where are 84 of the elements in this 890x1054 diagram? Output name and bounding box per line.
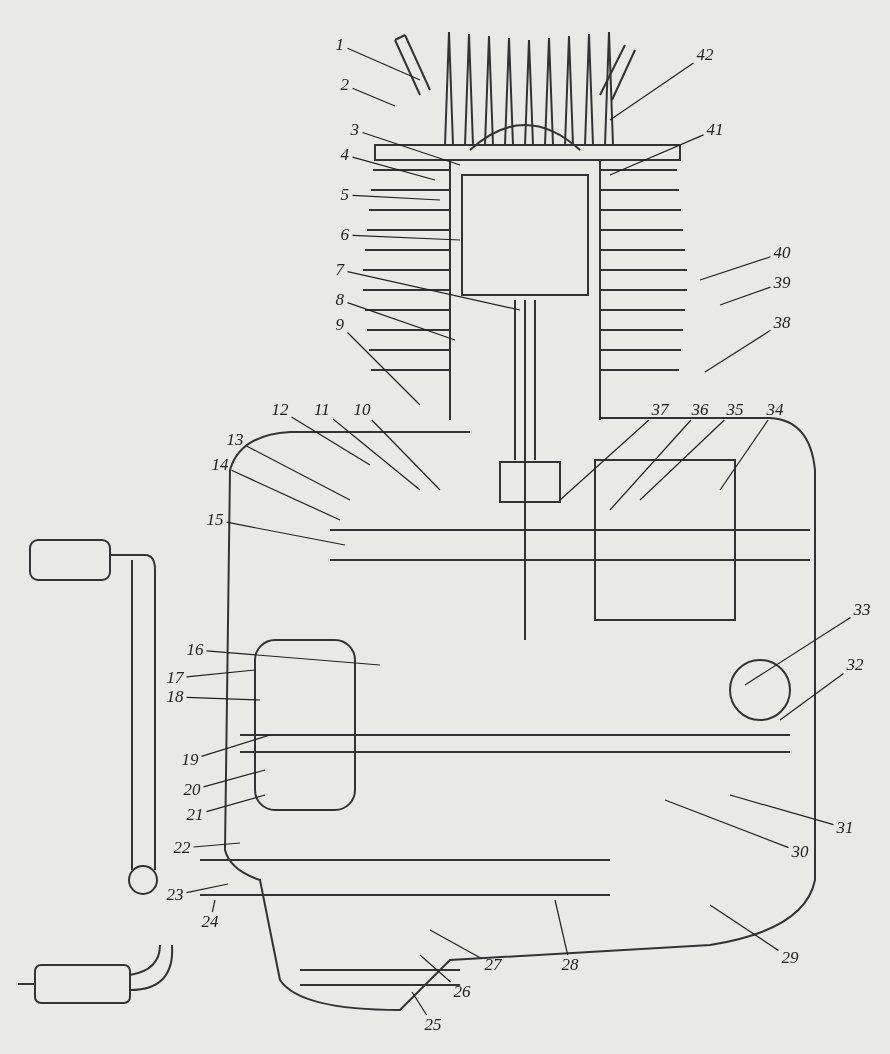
leader-line [205,650,381,666]
leader-line [729,794,835,826]
callout-number: 12 [270,401,290,419]
callout-number: 23 [165,886,185,904]
leader-line [351,234,461,241]
callout-number: 16 [185,641,205,659]
leader-line [202,769,266,788]
callout-number: 4 [339,146,350,164]
leader-line [185,669,256,678]
callout-number: 6 [339,226,350,244]
callout-number: 2 [339,76,350,94]
leader-line [559,419,650,501]
callout-number: 19 [180,751,200,769]
leader-line [371,419,441,491]
leader-line [779,672,845,721]
callout-number: 17 [165,669,185,687]
callout-number: 25 [423,1016,443,1034]
leader-line [346,302,456,341]
callout-number: 34 [765,401,785,419]
callout-number: 20 [182,781,202,799]
callout-number: 41 [705,121,725,139]
leader-line [639,419,725,501]
leader-line [609,134,705,176]
leader-line [205,794,266,813]
callout-number: 36 [690,401,710,419]
callout-number: 27 [483,956,503,974]
leader-line [185,696,261,701]
callout-number: 7 [334,261,345,279]
callout-number: 22 [172,839,192,857]
leader-line [351,194,441,201]
leader-line [429,929,483,960]
leader-line [709,904,780,951]
leader-line [351,87,396,107]
callout-number: 32 [845,656,865,674]
leader-line [554,899,569,956]
callout-number: 3 [349,121,360,139]
leader-line [664,799,790,849]
leader-line [332,418,421,491]
leader-line [230,469,341,521]
leader-line [346,271,521,311]
callout-number: 8 [334,291,345,309]
leader-line [346,47,421,81]
leader-line [609,419,692,511]
callout-number: 10 [352,401,372,419]
leader-line [245,445,351,501]
callout-number: 40 [772,244,792,262]
callout-number: 15 [205,511,225,529]
leader-line [609,62,695,121]
callout-number: 42 [695,46,715,64]
leader-line [719,286,772,306]
callout-number: 33 [852,601,872,619]
leader-line [185,883,229,894]
callout-number: 24 [200,913,220,931]
leader-line [346,331,421,406]
leader-line [719,419,769,491]
callout-number: 31 [835,819,855,837]
leader-line [704,329,772,373]
leader-line [192,842,241,848]
callout-number: 21 [185,806,205,824]
callout-number: 39 [772,274,792,292]
leader-line [290,416,371,466]
leader-line [419,954,452,983]
callout-number: 30 [790,843,810,861]
callout-number: 11 [313,401,331,419]
callout-number: 9 [334,316,345,334]
leader-line [411,991,428,1016]
leader-line [200,734,271,757]
leader-line [351,156,436,181]
callout-number: 37 [650,401,670,419]
callout-number: 18 [165,688,185,706]
callout-number: 38 [772,314,792,332]
callout-number: 35 [725,401,745,419]
callout-number: 5 [339,186,350,204]
leader-line [211,899,216,913]
callout-number: 26 [452,983,472,1001]
leader-line [744,616,852,686]
callout-number: 13 [225,431,245,449]
callout-number: 28 [560,956,580,974]
leader-line [225,521,346,546]
callout-number: 29 [780,949,800,967]
callout-number: 1 [334,36,345,54]
callout-number: 14 [210,456,230,474]
leader-line [699,256,772,281]
leader-line [361,131,461,166]
